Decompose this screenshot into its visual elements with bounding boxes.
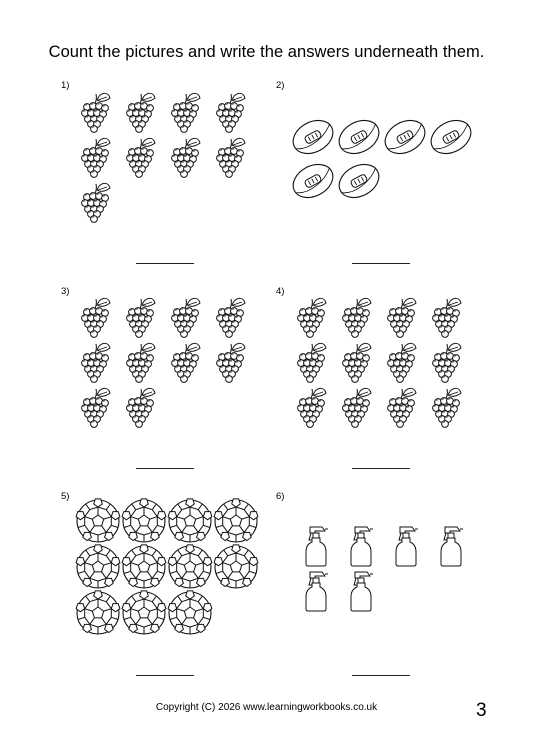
question-6-answer-line[interactable]	[352, 675, 410, 676]
copyright-footer: Copyright (C) 2026 www.learningworkbooks…	[155, 702, 378, 713]
grapes-icon	[216, 342, 246, 383]
grapes-icon	[432, 342, 462, 383]
question-4-number: 4)	[276, 286, 285, 297]
grapes-icon	[387, 297, 417, 338]
grapes-icon	[342, 297, 372, 338]
grapes-icon	[387, 342, 417, 383]
soccer-ball-icon	[121, 590, 167, 635]
soccer-ball-icon	[75, 590, 121, 635]
soccer-ball-icon	[75, 498, 121, 543]
worksheet-instructions: Count the pictures and write the answers…	[48, 43, 485, 61]
rugby-ball-icon	[292, 163, 334, 199]
rugby-ball-icon	[338, 163, 380, 199]
soccer-ball-icon	[121, 498, 167, 543]
grapes-icon	[216, 92, 246, 133]
question-1-number: 1)	[61, 80, 70, 91]
spray-bottle-icon	[350, 526, 373, 567]
question-1-answer-line[interactable]	[136, 263, 194, 264]
spray-bottle-icon	[305, 571, 328, 612]
grapes-icon	[216, 137, 246, 178]
spray-bottle-icon	[305, 526, 328, 567]
soccer-ball-icon	[121, 544, 167, 589]
rugby-ball-icon	[338, 119, 380, 155]
grapes-icon	[387, 387, 417, 428]
spray-bottle-icon	[395, 526, 418, 567]
grapes-icon	[171, 137, 201, 178]
soccer-ball-icon	[213, 544, 259, 589]
question-5-number: 5)	[61, 491, 70, 502]
grapes-icon	[81, 342, 111, 383]
grapes-icon	[126, 342, 156, 383]
soccer-ball-icon	[75, 544, 121, 589]
grapes-icon	[432, 387, 462, 428]
soccer-ball-icon	[167, 590, 213, 635]
spray-bottle-icon	[350, 571, 373, 612]
spray-bottle-icon	[440, 526, 463, 567]
question-6-number: 6)	[276, 491, 285, 502]
grapes-icon	[81, 92, 111, 133]
grapes-icon	[297, 387, 327, 428]
grapes-icon	[81, 387, 111, 428]
page-number: 3	[476, 700, 487, 721]
grapes-icon	[297, 342, 327, 383]
grapes-icon	[81, 137, 111, 178]
grapes-icon	[126, 297, 156, 338]
grapes-icon	[126, 387, 156, 428]
grapes-icon	[171, 297, 201, 338]
grapes-icon	[342, 387, 372, 428]
rugby-ball-icon	[430, 119, 472, 155]
grapes-icon	[432, 297, 462, 338]
grapes-icon	[216, 297, 246, 338]
grapes-icon	[297, 297, 327, 338]
question-2-answer-line[interactable]	[352, 263, 410, 264]
grapes-icon	[171, 342, 201, 383]
soccer-ball-icon	[167, 544, 213, 589]
grapes-icon	[171, 92, 201, 133]
question-5-answer-line[interactable]	[136, 675, 194, 676]
soccer-ball-icon	[167, 498, 213, 543]
question-3-number: 3)	[61, 286, 70, 297]
soccer-ball-icon	[213, 498, 259, 543]
grapes-icon	[81, 297, 111, 338]
question-3-answer-line[interactable]	[136, 468, 194, 469]
grapes-icon	[81, 182, 111, 223]
rugby-ball-icon	[292, 119, 334, 155]
question-4-answer-line[interactable]	[352, 468, 410, 469]
grapes-icon	[126, 92, 156, 133]
question-2-number: 2)	[276, 80, 285, 91]
rugby-ball-icon	[384, 119, 426, 155]
grapes-icon	[126, 137, 156, 178]
grapes-icon	[342, 342, 372, 383]
